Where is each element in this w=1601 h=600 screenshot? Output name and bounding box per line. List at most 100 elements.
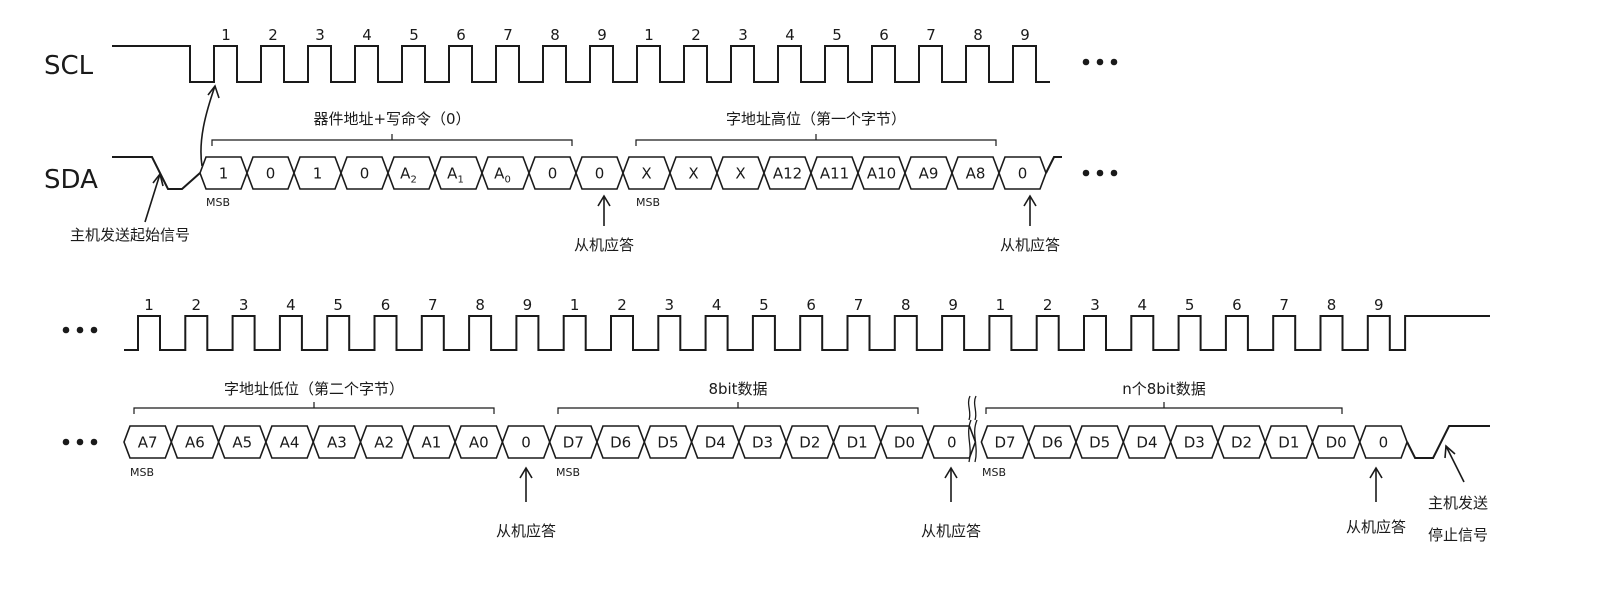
row1-clock-number: 6 [879,26,889,44]
row2-sda-bit-value: D6 [1042,434,1063,452]
row1-clock-number: 4 [362,26,372,44]
row2-clock-number: 4 [1138,296,1148,314]
row1-clock-number: 2 [268,26,278,44]
row1-scl-continuation-dots [1082,58,1118,66]
row2-sda-bit-value: D7 [995,434,1016,452]
row2-sda-bit-value: A5 [232,434,252,452]
row2-clock-number: 8 [1327,296,1337,314]
row2-sda-bit-value: 0 [1379,434,1389,452]
row2-sda-bit-value: D0 [894,434,915,452]
row2-clock-number: 6 [806,296,816,314]
row1-clock-number: 4 [785,26,795,44]
row2-brace-data-label: 8bit数据 [708,380,767,398]
row2-clock-number: 9 [1374,296,1384,314]
row1-clock-number: 1 [221,26,231,44]
row2-clock-number: 4 [286,296,296,314]
row1-sda-bit-value: 0 [595,165,605,183]
row2-ack2-label: 从机应答 [921,522,981,540]
row2-clock-number: 1 [996,296,1006,314]
row1-clock-number: 3 [315,26,325,44]
row1-brace-device-address-label: 器件地址+写命令（0） [313,110,470,128]
row2-sda-bit-value: D4 [1136,434,1157,452]
row2-msb-label-3: MSB [982,466,1006,479]
row1-clock-number: 1 [644,26,654,44]
row1-sda-bit-value: A10 [867,165,896,183]
row1-clock-number: 5 [409,26,419,44]
row1-start-arrow [144,84,220,223]
row2-sda-bit-value: D4 [705,434,726,452]
row1-sda-bit-value: A11 [820,165,849,183]
row2-sda-bit-value: D5 [657,434,678,452]
row2-clock-number: 9 [523,296,533,314]
scl-signal-label: SCL [44,51,94,81]
row1-ack2-arrow [1023,194,1037,226]
row2-ack3-label: 从机应答 [1346,518,1406,536]
row1-sda-bit-value: 1 [219,165,229,183]
row1-sda-bit-value: 1 [313,165,323,183]
row1-brace-device-address [211,134,573,146]
row1-clock-number: 8 [550,26,560,44]
row2-sda-bit-value: D1 [1278,434,1299,452]
row1-sda-bit-value: 0 [1018,165,1028,183]
row2-sda-bit-value: D5 [1089,434,1110,452]
row2-ack2-arrow [944,466,958,502]
row1-clock-number: 3 [738,26,748,44]
row2-sda-bit-value: D3 [752,434,773,452]
row1-msb-label-1: MSB [206,196,230,209]
row2-sda-bit-value: D3 [1184,434,1205,452]
sda-signal-label: SDA [44,165,98,195]
row2-clock-number: 9 [948,296,958,314]
row2-clock-number: 3 [665,296,675,314]
row1-sda-end-line [1045,156,1062,174]
row2-sda-bit-value: 0 [521,434,531,452]
row2-sda-bit-value: A2 [374,434,394,452]
row2-clock-number: 6 [1232,296,1242,314]
row2-brace-low-address-label: 字地址低位（第二个字节） [224,380,404,398]
row2-brace-n-data [985,402,1343,414]
row1-clock-number: 6 [456,26,466,44]
row2-sda-bit-value: 0 [947,434,957,452]
row1-scl-waveform [112,45,1050,83]
row1-clock-number: 8 [973,26,983,44]
row2-sda-bit-value: D0 [1326,434,1347,452]
row1-sda-bit-value: X [735,165,745,183]
row1-msb-label-2: MSB [636,196,660,209]
row2-clock-number: 5 [1185,296,1195,314]
row2-clock-number: 8 [475,296,485,314]
row2-clock-number: 7 [854,296,864,314]
row1-sda-bit-value: 0 [360,165,370,183]
row2-sda-bit-value: D6 [610,434,631,452]
row1-sda-bit-value: 0 [548,165,558,183]
row1-brace-high-address-label: 字地址高位（第一个字节） [726,110,906,128]
row2-stop-label-line1: 主机发送 [1428,494,1488,512]
row2-sda-leading-dots [62,438,98,446]
row2-sda-bit-value: A0 [469,434,489,452]
row2-clock-number: 2 [1043,296,1053,314]
row2-sda-bit-value: A1 [422,434,442,452]
row2-clock-number: 1 [144,296,154,314]
row1-sda-start-line [112,156,201,190]
row1-sda-bit-value: A8 [966,165,986,183]
row2-brace-data [557,402,919,414]
row2-scl-waveform [124,315,1490,351]
row1-ack1-arrow [597,194,611,226]
row2-msb-label-1: MSB [130,466,154,479]
row2-brace-break-mark [967,395,977,421]
row1-clock-number: 5 [832,26,842,44]
row2-msb-label-2: MSB [556,466,580,479]
row2-sda-bit-value: A7 [138,434,158,452]
row2-clock-number: 5 [333,296,343,314]
row1-clock-number: 9 [1020,26,1030,44]
row2-clock-number: 5 [759,296,769,314]
row2-ack1-label: 从机应答 [496,522,556,540]
row2-clock-number: 6 [381,296,391,314]
row2-sda-bit-value: D7 [563,434,584,452]
row2-stop-arrow [1444,444,1465,483]
row2-clock-number: 7 [1279,296,1289,314]
row2-clock-number: 7 [428,296,438,314]
row1-brace-high-address [635,134,997,146]
